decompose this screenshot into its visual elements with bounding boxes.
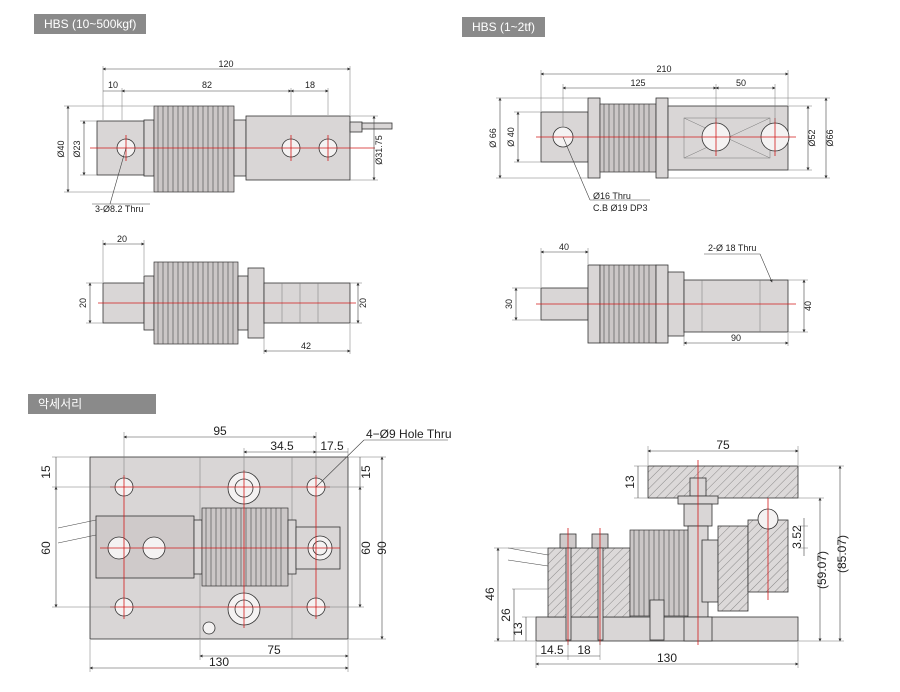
accessory-plan-dim-left60: 60 xyxy=(39,541,53,555)
large-top-dim-right: 50 xyxy=(736,78,746,88)
accessory-side-dim-130: 130 xyxy=(657,651,677,665)
accessory-side-dim-18: 18 xyxy=(577,643,591,657)
large-top-dim-40: Ø 40 xyxy=(506,127,516,147)
accessory-plan-dim-345: 34.5 xyxy=(270,439,294,453)
accessory-plan-bellows xyxy=(201,507,289,587)
small-top-dim-dia-inner: Ø23 xyxy=(72,140,82,157)
accessory-plan-dim-95: 95 xyxy=(213,424,227,438)
small-side-dim-bottom: 42 xyxy=(301,341,311,351)
large-side-dim-top: 40 xyxy=(559,242,569,252)
small-top-dim-dia-right: Ø31.75 xyxy=(374,135,384,165)
small-top-dim-dia-outer: Ø40 xyxy=(56,140,66,157)
small-top-dim-mid: 82 xyxy=(202,80,212,90)
accessory-side-dim-46: 46 xyxy=(483,587,497,601)
accessory-side-block xyxy=(547,547,631,618)
small-top-dim-left: 10 xyxy=(108,80,118,90)
accessory-side-view: 75 13 3.52 (59.07) (85.07) 46 26 xyxy=(483,438,849,668)
accessory-side-top-plate xyxy=(647,465,799,499)
accessory-side-dim-75: 75 xyxy=(716,438,730,452)
section-tag-hbs-large: HBS (1~2tf) xyxy=(462,17,546,37)
accessory-plan-dim-left15: 15 xyxy=(39,465,53,479)
accessory-side-dim-26: 26 xyxy=(499,608,513,622)
large-top-dim-mid: 125 xyxy=(630,78,645,88)
small-side-dim-top: 20 xyxy=(117,234,127,244)
large-top-bellows xyxy=(599,103,657,173)
accessory-plan-dim-75: 75 xyxy=(267,643,281,657)
accessory-side-dim-13-top: 13 xyxy=(623,475,637,489)
accessory-side-dim-13-bot: 13 xyxy=(511,622,525,636)
accessory-plan-dim-right15: 15 xyxy=(359,465,373,479)
accessory-plan-dim-130: 130 xyxy=(209,655,229,669)
large-side-dim-bottom: 90 xyxy=(731,333,741,343)
large-top-dim-66-left: Ø 66 xyxy=(488,128,498,148)
hbs-large-top-view: 210 125 50 Ø 66 Ø 40 Ø52 Ø66 xyxy=(488,64,835,213)
large-top-hole-note-1: Ø16 Thru xyxy=(593,191,631,201)
section-tag-accessory: 악세서리 xyxy=(28,394,156,414)
large-top-dim-total: 210 xyxy=(656,64,671,74)
large-side-dim-right: 40 xyxy=(803,301,813,311)
accessory-side-dim-8507: (85.07) xyxy=(835,535,849,573)
small-side-dim-right: 20 xyxy=(358,298,368,308)
accessory-side-dim-145: 14.5 xyxy=(540,643,564,657)
large-side-hole-note: 2-Ø 18 Thru xyxy=(708,243,756,253)
hbs-small-top-view: 120 10 82 18 Ø40 Ø23 Ø31.75 3-Ø8.2 T xyxy=(56,59,393,214)
hbs-small-side-view: 20 20 20 42 xyxy=(78,234,368,354)
small-top-hole-note: 3-Ø8.2 Thru xyxy=(95,204,143,214)
small-top-dim-total: 120 xyxy=(218,59,233,69)
accessory-side-dim-5907: (59.07) xyxy=(815,551,829,589)
accessory-plan-dim-right90: 90 xyxy=(375,541,389,555)
accessory-side-dim-352: 3.52 xyxy=(790,525,804,549)
large-top-hole-note-2: C.B Ø19 DP3 xyxy=(593,203,648,213)
large-top-dim-66-right: Ø66 xyxy=(825,129,835,146)
large-side-dim-left: 30 xyxy=(504,299,514,309)
accessory-plan-hole-note: 4−Ø9 Hole Thru xyxy=(366,427,452,441)
accessory-side-base xyxy=(535,616,799,642)
small-top-bellows xyxy=(153,105,235,193)
large-top-dim-52: Ø52 xyxy=(807,129,817,146)
accessory-plan-dim-right60: 60 xyxy=(359,541,373,555)
small-side-dim-left: 20 xyxy=(78,298,88,308)
accessory-plan-dim-175: 17.5 xyxy=(320,439,344,453)
section-tag-hbs-small: HBS (10~500kgf) xyxy=(34,14,147,34)
hbs-large-side-view: 40 30 40 90 2-Ø 18 Thru xyxy=(504,242,813,346)
small-top-dim-right: 18 xyxy=(305,80,315,90)
accessory-plan-view: 95 34.5 17.5 4−Ø9 Hole Thru 15 60 60 15 xyxy=(39,424,452,672)
